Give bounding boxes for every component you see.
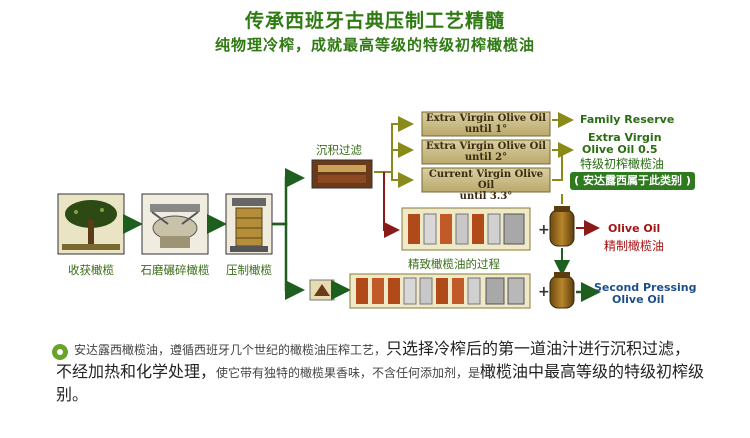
- refinement-tanks: [401, 207, 531, 251]
- grade-current: Current Virgin Olive Oil until 3.3°: [422, 169, 550, 202]
- page-title: 传承西班牙古典压制工艺精髓: [244, 10, 505, 32]
- output-second-line2: Olive Oil: [612, 293, 665, 306]
- plus-sign: +: [538, 222, 550, 238]
- description-part1: 安达露西橄榄油，遵循西班牙几个世纪的橄榄油压榨工艺，: [74, 343, 387, 357]
- grade-acidity: until 3.3°: [459, 191, 513, 202]
- grade-box-extra-virgin: [421, 111, 551, 137]
- arrow: [391, 172, 414, 188]
- arrow: [374, 116, 414, 173]
- step-label-press: 压制橄榄: [226, 263, 272, 277]
- arrow: [383, 172, 400, 238]
- arrow: [272, 168, 305, 226]
- pomace-image: [309, 279, 335, 301]
- press-image: [225, 193, 273, 255]
- grade-box-current: [421, 167, 551, 193]
- grade-virgin: Extra Virgin Olive Oil until 2°: [422, 141, 550, 163]
- grade-acidity: until 1°: [464, 124, 508, 135]
- output-family-reserve: Family Reserve: [580, 113, 675, 126]
- description-part4: 橄榄油中最高等级的特级初榨级别。: [56, 362, 705, 404]
- step-label-refine: 精致橄榄油的过程: [408, 257, 500, 271]
- grade-extra-virgin: Extra Virgin Olive Oil until 1°: [422, 113, 550, 135]
- step-label-grind: 石磨碾碎橄榄: [140, 263, 210, 277]
- harvest-image: [57, 193, 125, 255]
- grade-name: Current Virgin Olive Oil: [428, 169, 544, 191]
- grade-name: Extra Virgin Olive Oil: [426, 141, 546, 152]
- output-olive-oil: Olive Oil: [608, 222, 661, 235]
- bullet-icon: [52, 344, 68, 360]
- jar-icon: [549, 272, 575, 309]
- arrow: [552, 150, 563, 181]
- output-second-line1: Second Pressing: [594, 281, 697, 294]
- output-extra-virgin-cn: 特级初榨橄榄油: [580, 157, 665, 171]
- output-extra-virgin-line1: Extra Virgin: [588, 131, 662, 144]
- description-part3: 使它带有独特的橄榄果香味，不含任何添加剂，是: [216, 366, 481, 380]
- description: 安达露西橄榄油，遵循西班牙几个世纪的橄榄油压榨工艺，只选择冷榨后的第一道油汁进行…: [56, 338, 706, 407]
- grade-name: Extra Virgin Olive Oil: [426, 113, 546, 124]
- grade-box-virgin: [421, 139, 551, 165]
- settling-image: [311, 159, 373, 189]
- jar-icon: [549, 206, 575, 247]
- grade-acidity: until 2°: [464, 152, 508, 163]
- category-badge: ( 安达露西属于此类别 ): [570, 172, 695, 190]
- step-label-settle: 沉积过滤: [316, 143, 362, 157]
- step-label-harvest: 收获橄榄: [68, 263, 114, 277]
- second-press-tanks: [349, 273, 531, 309]
- description-part2: 只选择冷榨后的第一道油汁进行沉积过滤，不经加热和化学处理，: [56, 339, 691, 381]
- arrow: [272, 222, 305, 300]
- page-subtitle: 纯物理冷榨，成就最高等级的特级初榨橄榄油: [214, 36, 535, 54]
- output-olive-oil-cn: 精制橄榄油: [604, 239, 665, 253]
- plus-sign: +: [538, 284, 550, 300]
- output-extra-virgin-line2: Olive Oil 0.5: [582, 143, 658, 156]
- header: 传承西班牙古典压制工艺精髓 纯物理冷榨，成就最高等级的特级初榨橄榄油: [0, 0, 750, 62]
- grinding-image: [141, 193, 209, 255]
